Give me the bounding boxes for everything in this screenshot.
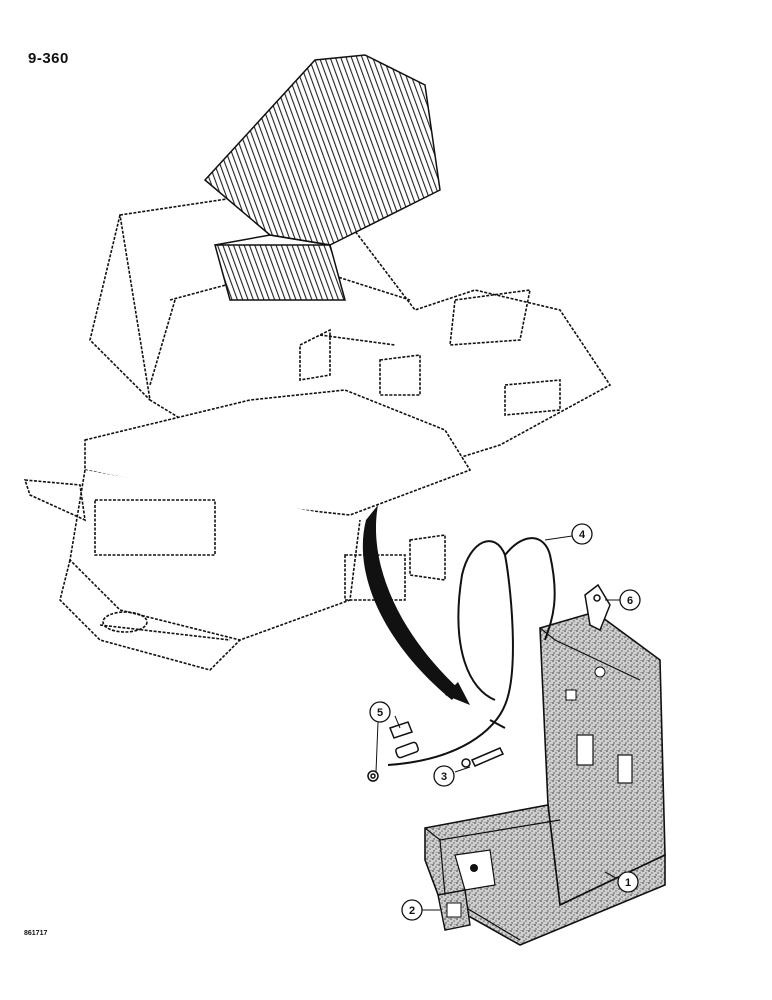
operator-seat [203,54,441,301]
callout-1: 1 [617,871,639,893]
callout-3-label: 3 [441,771,447,783]
ground-cable [387,537,556,766]
callout-5-label: 5 [377,707,383,719]
hold-down-clamp [437,889,471,931]
page-number: 9-360 [28,50,69,67]
terminal-hardware [367,583,611,782]
callout-6: 6 [619,589,641,611]
callout-5: 5 [369,701,391,723]
callout-4-label: 4 [579,529,586,541]
callout-6-label: 6 [627,595,633,607]
callout-3: 3 [433,765,455,787]
callout-1-label: 1 [625,877,631,889]
callout-2: 2 [401,899,423,921]
callout-4: 4 [571,523,593,545]
drawing-code: 861717 [24,930,48,937]
callout-leaders [375,535,620,911]
battery-box [424,611,666,946]
location-arrow [362,505,460,700]
callout-2-label: 2 [409,905,415,917]
